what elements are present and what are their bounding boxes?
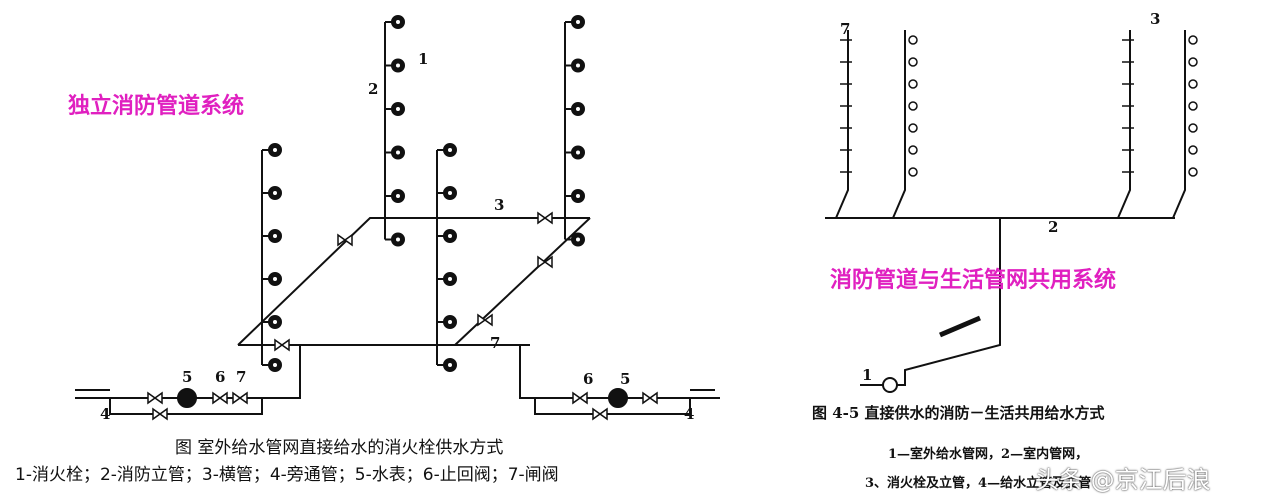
label-5-left: 5 <box>182 368 193 386</box>
fire-riser <box>261 143 282 372</box>
right-riser <box>835 30 852 219</box>
hydrant-center <box>576 194 580 198</box>
hydrant-center <box>396 63 400 68</box>
hydrant-center <box>273 148 277 152</box>
hydrant-center <box>396 20 400 24</box>
hydrant-center <box>576 237 580 242</box>
hydrant-center <box>448 320 452 324</box>
hydrant-icon <box>908 123 918 133</box>
valve-icon <box>337 233 353 247</box>
label-4-right: 4 <box>684 405 695 423</box>
watermark: 头条 @京江后浪 <box>1035 466 1211 494</box>
hydrant-icon <box>908 101 918 111</box>
left-legend: 1-消火栓；2-消防立管；3-横管；4-旁通管；5-水表；6-止回阀；7-闸阀 <box>15 465 559 485</box>
hydrant-center <box>273 363 277 367</box>
hydrant-center <box>273 234 277 238</box>
label-7-mid: 7 <box>490 334 501 352</box>
riser-pipe <box>1117 30 1131 219</box>
hydrant-icon <box>1188 35 1198 45</box>
hydrant-center <box>448 363 452 367</box>
valve-icon <box>274 338 290 352</box>
water-meter-icon <box>608 388 628 408</box>
riser-pipe <box>1172 30 1186 219</box>
left-fire-risers <box>261 15 585 372</box>
hydrant-center <box>396 107 400 111</box>
label-5-right: 5 <box>620 370 631 388</box>
fire-riser <box>564 15 585 247</box>
hydrant-icon <box>908 145 918 155</box>
hydrant-center <box>448 148 452 152</box>
right-label-7: 7 <box>840 20 851 38</box>
hydrant-center <box>576 63 580 68</box>
hydrant-icon <box>1188 145 1198 155</box>
hydrant-center <box>448 191 452 195</box>
hydrant-center <box>273 320 277 324</box>
hydrant-icon <box>908 35 918 45</box>
left-caption: 图 室外给水管网直接给水的消火栓供水方式 <box>175 438 504 458</box>
valve-icon <box>592 407 608 421</box>
right-riser <box>1172 30 1198 219</box>
label-4-left: 4 <box>100 405 111 423</box>
label-6-right: 6 <box>583 370 594 388</box>
hydrant-center <box>576 20 580 24</box>
hydrant-icon <box>908 57 918 67</box>
valve-icon <box>147 391 163 405</box>
label-3: 3 <box>494 196 505 214</box>
riser-pipe <box>835 30 849 219</box>
hydrant-icon <box>1188 79 1198 89</box>
label-7-left: 7 <box>236 368 247 386</box>
label-2: 2 <box>368 80 379 98</box>
right-riser <box>892 30 918 219</box>
valve-icon <box>537 211 553 225</box>
hydrant-center <box>396 150 400 155</box>
valve-icon <box>477 313 493 327</box>
hydrant-center <box>448 234 452 238</box>
left-system-title: 独立消防管道系统 <box>68 94 245 119</box>
valve-icon <box>537 255 553 269</box>
hydrant-icon <box>1188 57 1198 67</box>
hydrant-center <box>396 237 400 242</box>
hydrant-center <box>576 107 580 111</box>
hydrant-center <box>396 194 400 198</box>
valve-icon <box>642 391 658 405</box>
valve-icon <box>232 391 248 405</box>
right-label-2: 2 <box>1048 218 1059 236</box>
valve-icon <box>572 391 588 405</box>
water-meter-icon <box>177 388 197 408</box>
riser-pipe <box>892 30 906 219</box>
hydrant-icon <box>908 167 918 177</box>
label-1: 1 <box>418 50 429 68</box>
hydrant-icon <box>1188 101 1198 111</box>
right-system-title: 消防管道与生活管网共用系统 <box>830 268 1117 293</box>
hydrant-icon <box>908 79 918 89</box>
right-label-3: 3 <box>1150 10 1161 28</box>
label-6-left: 6 <box>215 368 226 386</box>
right-label-1: 1 <box>862 366 873 384</box>
right-riser <box>1117 30 1134 219</box>
valve-icon <box>212 391 228 405</box>
hydrant-center <box>273 277 277 281</box>
right-pipe-network <box>825 217 1175 393</box>
fire-riser <box>436 143 457 372</box>
right-legend-1: 1—室外给水管网，2—室内管网， <box>888 447 1089 462</box>
valve-icon <box>152 407 168 421</box>
right-legend-2: 3、消火栓及立管，4—给水立管及支管 <box>865 476 1092 491</box>
hydrant-icon <box>1188 167 1198 177</box>
right-risers <box>835 30 1198 219</box>
right-caption: 图 4-5 直接供水的消防－生活共用给水方式 <box>812 404 1105 422</box>
hydrant-center <box>273 191 277 195</box>
hydrant-center <box>576 150 580 155</box>
hydrant-icon <box>1188 123 1198 133</box>
hydrant-center <box>448 277 452 281</box>
fire-riser <box>384 15 405 247</box>
